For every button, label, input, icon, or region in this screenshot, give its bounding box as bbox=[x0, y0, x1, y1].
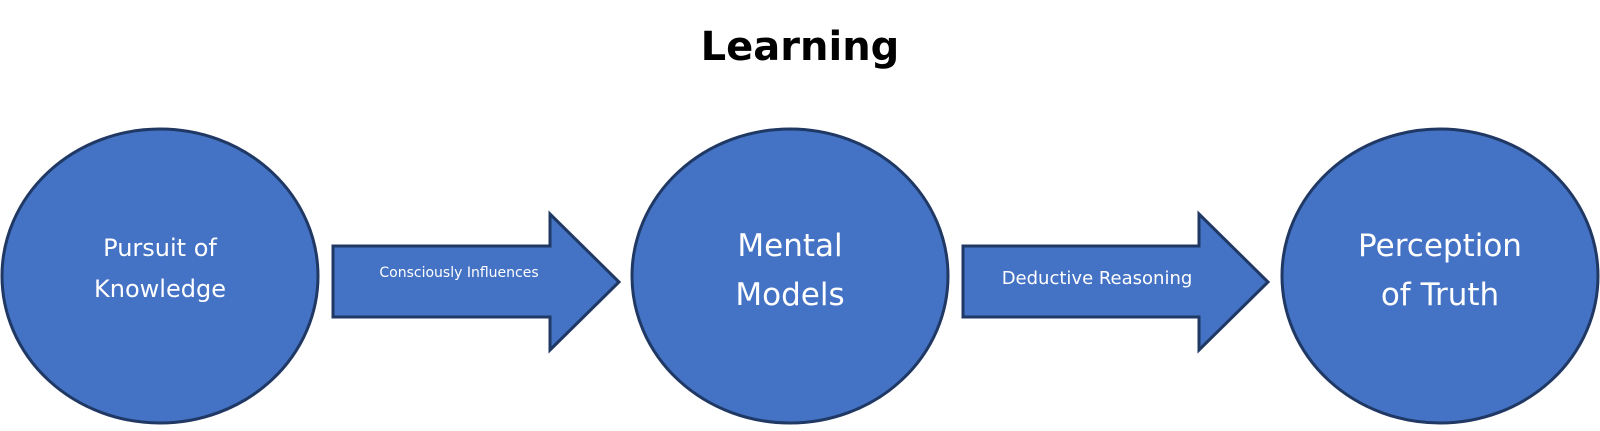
arrow-shape bbox=[961, 210, 1271, 354]
node-perception-of-truth: Perception of Truth bbox=[1280, 127, 1600, 425]
node-label-line-1: Mental bbox=[737, 228, 842, 264]
edge-consciously-influences: Consciously Influences bbox=[331, 210, 622, 354]
node-circle bbox=[630, 127, 950, 425]
node-circle bbox=[0, 127, 320, 425]
node-label-line-1: Pursuit of bbox=[103, 234, 217, 262]
node-label-line-2: of Truth bbox=[1381, 277, 1499, 313]
arrow-shape bbox=[331, 210, 622, 354]
node-pursuit-of-knowledge: Pursuit of Knowledge bbox=[0, 127, 320, 425]
edge-deductive-reasoning: Deductive Reasoning bbox=[961, 210, 1271, 354]
edge-label: Deductive Reasoning bbox=[1002, 268, 1193, 289]
node-circle bbox=[1280, 127, 1600, 425]
node-label-line-1: Perception bbox=[1358, 228, 1522, 264]
edge-label: Consciously Influences bbox=[379, 265, 538, 281]
node-label-line-2: Models bbox=[735, 277, 844, 313]
node-label-line-2: Knowledge bbox=[94, 275, 226, 303]
diagram-title: Learning bbox=[701, 24, 900, 70]
node-mental-models: Mental Models bbox=[630, 127, 950, 425]
